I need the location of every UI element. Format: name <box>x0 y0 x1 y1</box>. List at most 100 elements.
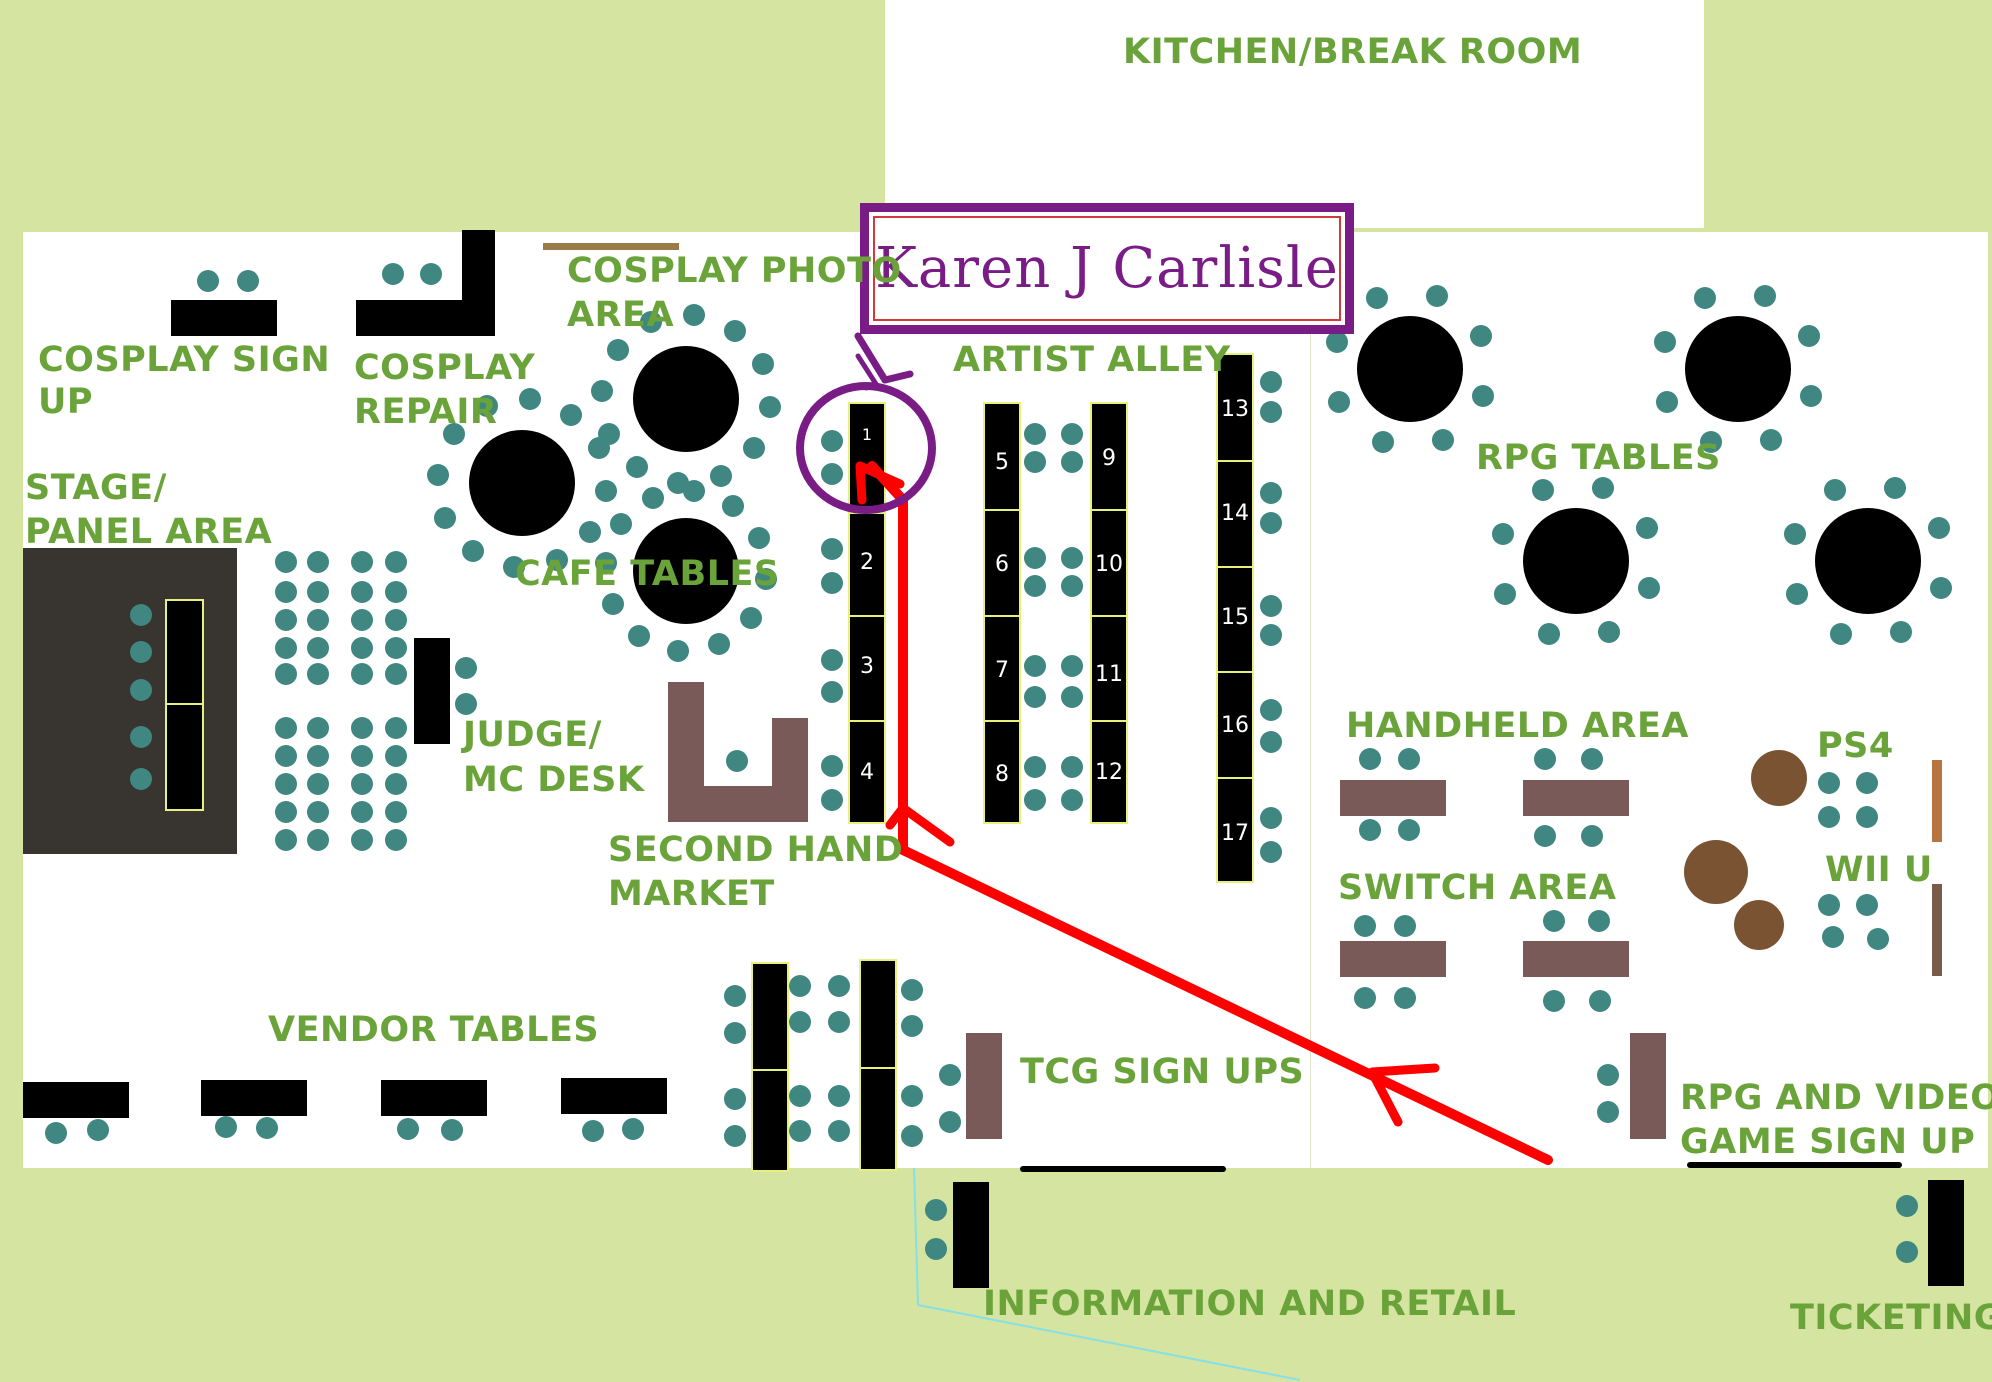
chair <box>610 513 632 535</box>
chair <box>45 1122 67 1144</box>
chair <box>759 396 781 418</box>
chair <box>1538 623 1560 645</box>
table-number: 2 <box>860 550 874 575</box>
chair <box>351 637 373 659</box>
chair <box>1061 451 1083 473</box>
chair <box>385 663 407 685</box>
chair <box>1470 325 1492 347</box>
chair <box>901 979 923 1001</box>
cosplay-signup-label: UP <box>38 382 94 422</box>
chair <box>441 1119 463 1141</box>
chair <box>382 263 404 285</box>
cosplay-repair-label: REPAIR <box>354 392 498 432</box>
chair <box>1798 325 1820 347</box>
chair <box>1260 482 1282 504</box>
chair <box>724 985 746 1007</box>
chair <box>1432 429 1454 451</box>
chair <box>607 339 629 361</box>
chair <box>385 637 407 659</box>
chair <box>275 663 297 685</box>
table-number: 16 <box>1221 713 1249 738</box>
chair <box>1543 990 1565 1012</box>
chair <box>1328 391 1350 413</box>
info-path-line <box>913 1167 1301 1381</box>
switch-table <box>1523 941 1629 977</box>
ps4-label: PS4 <box>1817 726 1894 766</box>
chair <box>1024 451 1046 473</box>
chair <box>546 549 568 571</box>
chair <box>503 556 525 578</box>
chair <box>275 581 297 603</box>
chair <box>640 311 662 333</box>
tcg-signup-table <box>966 1033 1002 1139</box>
chair <box>1822 926 1844 948</box>
chair <box>1543 910 1565 932</box>
chair <box>1830 623 1852 645</box>
chair <box>1581 825 1603 847</box>
chair <box>1800 385 1822 407</box>
chair <box>1260 512 1282 534</box>
chair <box>1494 583 1516 605</box>
chair <box>307 829 329 851</box>
chair <box>1394 915 1416 937</box>
chair <box>1024 547 1046 569</box>
chair <box>1867 928 1889 950</box>
chair <box>1884 477 1906 499</box>
table-number: 11 <box>1095 662 1123 687</box>
chair <box>821 681 843 703</box>
chair <box>1896 1195 1918 1217</box>
chair <box>307 773 329 795</box>
chair <box>1786 583 1808 605</box>
console-stool <box>1751 750 1807 806</box>
chair <box>1061 547 1083 569</box>
chair <box>455 657 477 679</box>
chair <box>1754 285 1776 307</box>
chair <box>385 717 407 739</box>
chair <box>1359 748 1381 770</box>
chair <box>1598 621 1620 643</box>
cosplay-signup-table <box>171 300 277 336</box>
vendor-table <box>201 1080 307 1116</box>
chair <box>710 465 732 487</box>
chair <box>821 755 843 777</box>
rpg-round-table <box>1357 316 1463 422</box>
chair <box>307 801 329 823</box>
table-number: 1 <box>861 425 873 444</box>
chair <box>351 717 373 739</box>
chair <box>821 463 843 485</box>
chair <box>1260 807 1282 829</box>
table-number: 8 <box>995 762 1009 787</box>
chair <box>1592 477 1614 499</box>
chair <box>1024 655 1046 677</box>
chair <box>519 388 541 410</box>
chair <box>1694 287 1716 309</box>
chair <box>1534 825 1556 847</box>
table-number: 14 <box>1221 501 1249 526</box>
chair <box>275 745 297 767</box>
chair <box>1784 523 1806 545</box>
chair <box>256 1117 278 1139</box>
stage-label: PANEL AREA <box>25 512 273 552</box>
chair <box>130 604 152 626</box>
chair <box>1398 819 1420 841</box>
wii-u-table <box>1932 884 1942 976</box>
chair <box>1260 595 1282 617</box>
chair <box>683 304 705 326</box>
chair <box>1597 1101 1619 1123</box>
chair <box>1654 331 1676 353</box>
route-arrowhead <box>855 461 905 505</box>
chair <box>591 380 613 402</box>
chair <box>476 395 498 417</box>
artist-alley-column-2: 5 6 7 8 <box>983 402 1021 824</box>
chair <box>901 1085 923 1107</box>
chair <box>275 801 297 823</box>
chair <box>130 679 152 701</box>
chair <box>307 551 329 573</box>
chair <box>1061 756 1083 778</box>
chair <box>626 456 648 478</box>
handheld-area-label: HANDHELD AREA <box>1346 706 1689 746</box>
chair <box>307 745 329 767</box>
information-desk <box>953 1182 989 1288</box>
chair <box>1636 517 1658 539</box>
chair <box>1061 655 1083 677</box>
